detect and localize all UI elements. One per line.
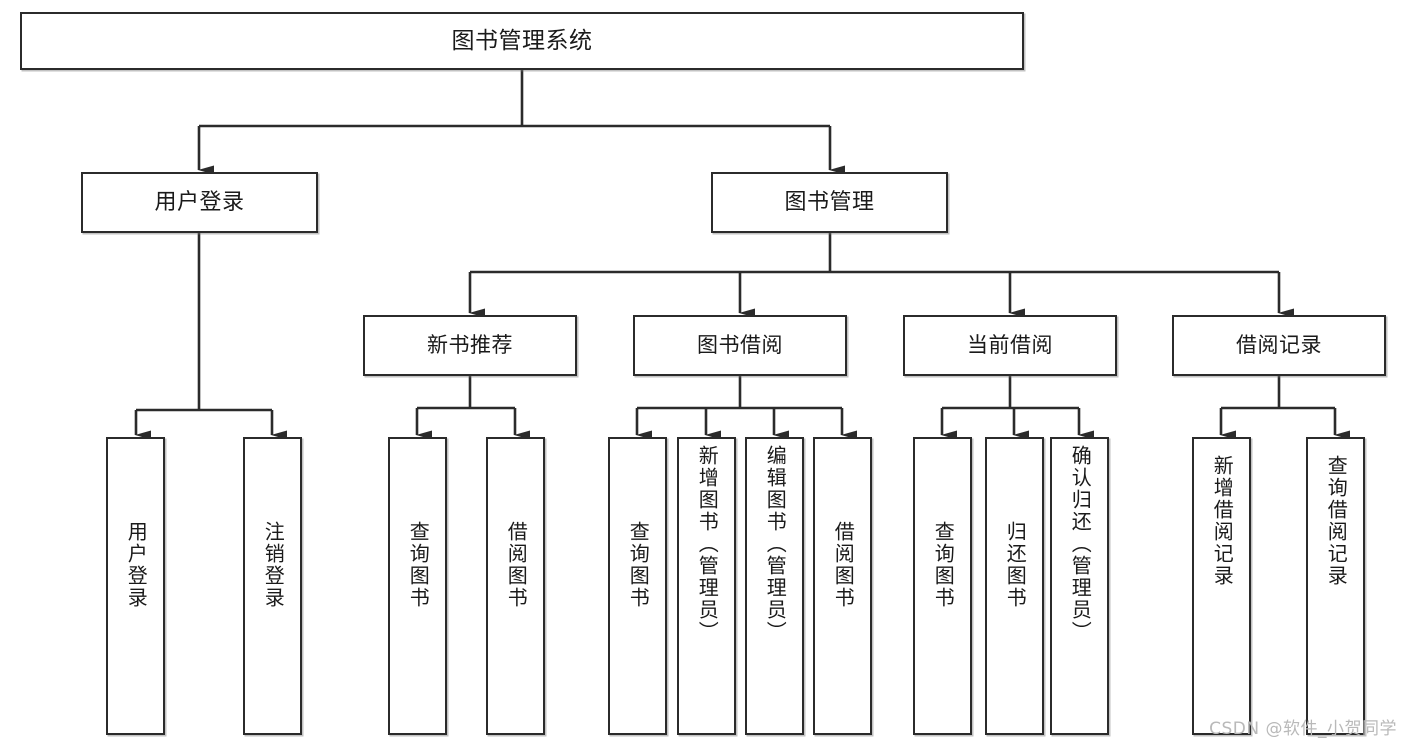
node-leaf-user-logout-label: 注销登录 <box>261 521 286 609</box>
node-leaf-user-login[interactable]: 用户登录 <box>106 437 165 735</box>
node-leaf-add-record[interactable]: 新增借阅记录 <box>1192 437 1251 735</box>
node-leaf-query-book-1[interactable]: 查询图书 <box>388 437 447 735</box>
node-book-manage[interactable]: 图书管理 <box>711 172 948 233</box>
node-current-borrow-label: 当前借阅 <box>967 333 1053 357</box>
node-leaf-confirm-return-label: 确认归还（管理员） <box>1068 445 1093 643</box>
node-leaf-query-book-2-label: 查询图书 <box>626 521 651 609</box>
node-leaf-add-book[interactable]: 新增图书（管理员） <box>677 437 736 735</box>
node-root[interactable]: 图书管理系统 <box>20 12 1024 70</box>
node-leaf-edit-book-label: 编辑图书（管理员） <box>763 445 788 643</box>
node-leaf-query-record-label: 查询借阅记录 <box>1324 455 1349 587</box>
node-leaf-edit-book[interactable]: 编辑图书（管理员） <box>745 437 804 735</box>
node-book-borrow-label: 图书借阅 <box>697 333 783 357</box>
node-leaf-borrow-book-1[interactable]: 借阅图书 <box>486 437 545 735</box>
node-root-label: 图书管理系统 <box>451 27 593 54</box>
node-leaf-query-record[interactable]: 查询借阅记录 <box>1306 437 1365 735</box>
node-leaf-add-record-label: 新增借阅记录 <box>1210 455 1235 587</box>
node-leaf-confirm-return[interactable]: 确认归还（管理员） <box>1050 437 1109 735</box>
node-leaf-return-book[interactable]: 归还图书 <box>985 437 1044 735</box>
node-user-login[interactable]: 用户登录 <box>81 172 318 233</box>
node-leaf-user-login-label: 用户登录 <box>124 521 149 609</box>
node-current-borrow[interactable]: 当前借阅 <box>903 315 1117 376</box>
node-leaf-return-book-label: 归还图书 <box>1003 521 1028 609</box>
node-book-manage-label: 图书管理 <box>784 189 875 215</box>
node-leaf-borrow-book-2-label: 借阅图书 <box>831 521 856 609</box>
node-leaf-query-book-3-label: 查询图书 <box>931 521 956 609</box>
node-leaf-query-book-3[interactable]: 查询图书 <box>913 437 972 735</box>
node-leaf-user-logout[interactable]: 注销登录 <box>243 437 302 735</box>
node-borrow-record[interactable]: 借阅记录 <box>1172 315 1386 376</box>
watermark: CSDN @软件_小贺同学 <box>1209 719 1397 739</box>
node-leaf-add-book-label: 新增图书（管理员） <box>695 445 720 643</box>
node-leaf-borrow-book-1-label: 借阅图书 <box>504 521 529 609</box>
node-leaf-query-book-2[interactable]: 查询图书 <box>608 437 667 735</box>
node-new-book-recommend-label: 新书推荐 <box>427 333 513 357</box>
node-leaf-borrow-book-2[interactable]: 借阅图书 <box>813 437 872 735</box>
node-user-login-label: 用户登录 <box>154 189 245 215</box>
node-borrow-record-label: 借阅记录 <box>1236 333 1322 357</box>
node-book-borrow[interactable]: 图书借阅 <box>633 315 847 376</box>
node-leaf-query-book-1-label: 查询图书 <box>406 521 431 609</box>
node-new-book-recommend[interactable]: 新书推荐 <box>363 315 577 376</box>
